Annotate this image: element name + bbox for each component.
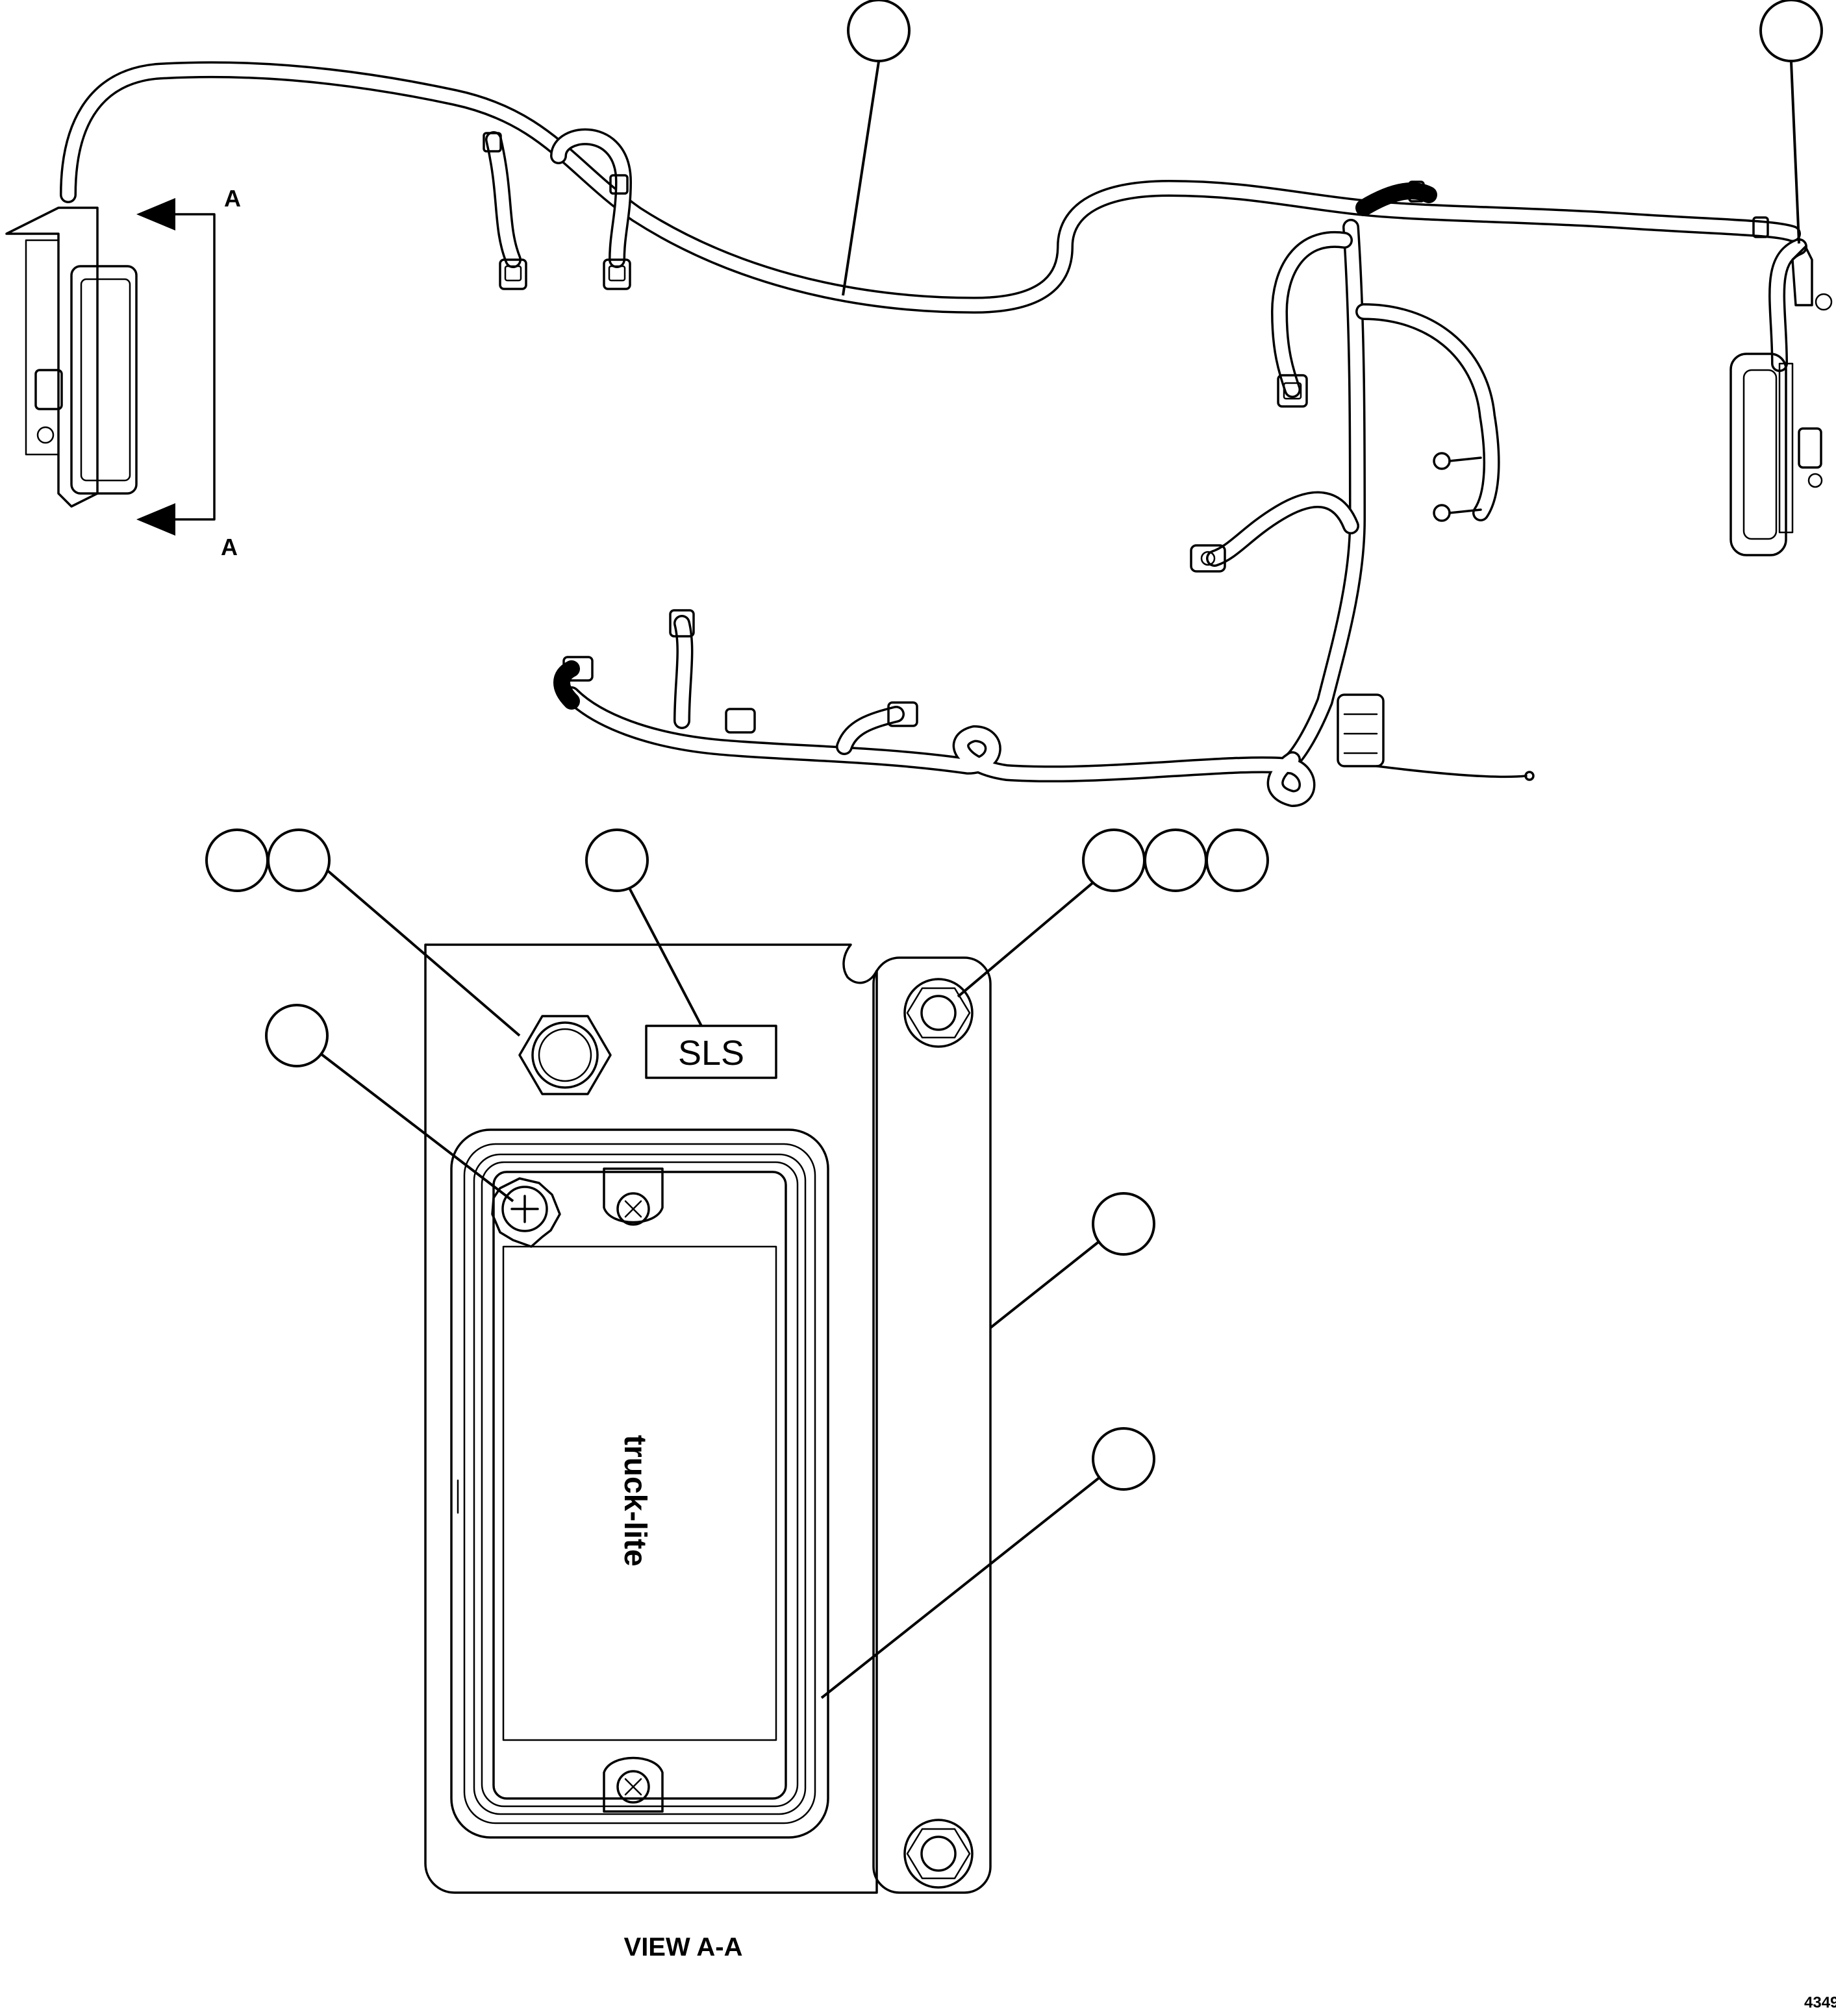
cable-clip bbox=[1408, 180, 1425, 203]
flange-nut bbox=[903, 1819, 974, 1889]
callout-bubble bbox=[847, 0, 911, 62]
lens-screw bbox=[603, 1167, 664, 1226]
harness-branch-8 bbox=[553, 660, 580, 710]
harness-branch-5 bbox=[1355, 303, 1500, 521]
harness-main-cable bbox=[60, 61, 1801, 314]
view-caption: VIEW A-A bbox=[624, 1933, 743, 1961]
callout-bubble bbox=[1082, 828, 1146, 892]
connector bbox=[1190, 544, 1226, 573]
connector bbox=[1277, 374, 1308, 408]
callout-bubble bbox=[1092, 1427, 1155, 1491]
section-arrows: A A bbox=[136, 185, 241, 560]
left-lamp-assembly bbox=[5, 206, 138, 508]
callout-bubble bbox=[1759, 0, 1823, 62]
right-lamp-assembly bbox=[1729, 245, 1833, 556]
lamp-housing bbox=[450, 1128, 829, 1839]
connector bbox=[725, 708, 756, 734]
lamp-flange bbox=[872, 956, 992, 1894]
section-marker-top: A bbox=[224, 185, 241, 212]
mounting-bracket bbox=[424, 943, 878, 1894]
callout-bubble bbox=[1205, 828, 1269, 892]
callout-bubble bbox=[585, 828, 649, 892]
connector bbox=[603, 258, 631, 290]
lamp-brand-logo: truck-lite bbox=[618, 1435, 652, 1567]
cable-clip bbox=[483, 132, 502, 153]
section-marker-bottom: A bbox=[221, 534, 238, 560]
cable-clip bbox=[1752, 216, 1769, 238]
callout-bubble bbox=[1092, 1192, 1155, 1256]
ring-terminal bbox=[1433, 452, 1482, 470]
connector bbox=[887, 701, 918, 727]
connector bbox=[499, 258, 527, 290]
lens-screw bbox=[603, 1756, 664, 1813]
ring-terminal bbox=[1433, 504, 1482, 522]
view-a-a: SLS truck-lite bbox=[205, 828, 1269, 1961]
ground-screw bbox=[491, 1177, 561, 1248]
connector bbox=[562, 656, 594, 682]
callout-bubble bbox=[1144, 828, 1207, 892]
label-plate bbox=[645, 1025, 777, 1079]
label-plate-text: SLS bbox=[678, 1034, 744, 1073]
callout-bubble bbox=[265, 1004, 329, 1067]
wiring-harness bbox=[60, 61, 1807, 807]
hex-nut bbox=[518, 1015, 612, 1095]
callout-bubble bbox=[267, 828, 331, 892]
connector bbox=[669, 609, 695, 638]
figure-number: 43493 bbox=[1804, 1994, 1836, 2011]
cable-clip bbox=[609, 174, 629, 195]
callout-group-top bbox=[842, 0, 1823, 296]
harness-wire-tail bbox=[1376, 765, 1528, 778]
callout-bubble bbox=[205, 828, 269, 892]
harness-grommet bbox=[1337, 693, 1385, 767]
flange-nut bbox=[903, 978, 974, 1048]
